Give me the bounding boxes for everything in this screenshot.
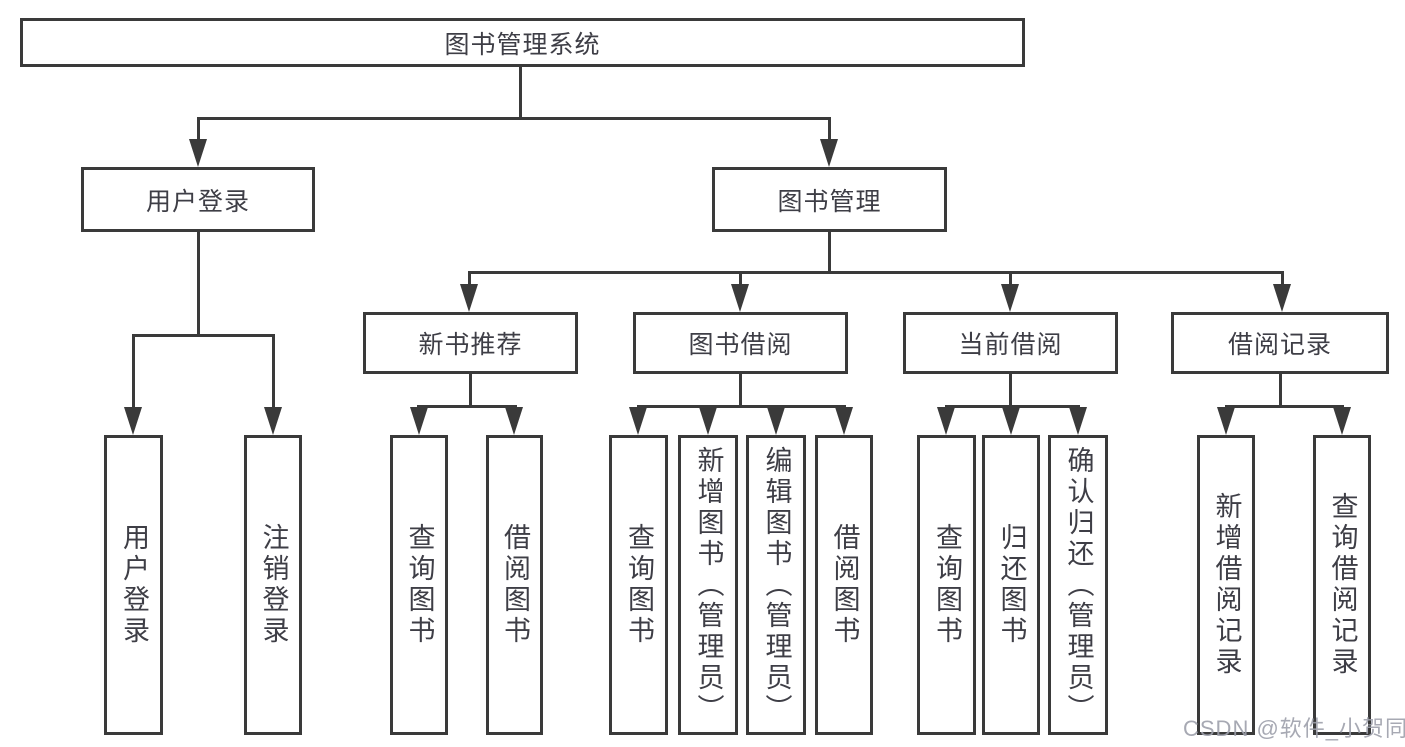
connector-stem — [739, 271, 742, 286]
leaf-user-login: 用户登录 — [104, 435, 163, 735]
leaf-borrow-books: 借阅图书 — [815, 435, 873, 735]
connector-stem — [272, 334, 275, 410]
arrow-down-icon — [767, 407, 785, 435]
arrow-down-icon — [1002, 407, 1020, 435]
node-label: 确认归还（管理员） — [1063, 445, 1094, 725]
arrow-down-icon — [1273, 284, 1291, 312]
connector-stem — [1009, 271, 1012, 286]
connector-stem-user-login — [197, 117, 200, 143]
arrow-down-icon — [264, 407, 282, 435]
arrow-down-icon — [1069, 407, 1087, 435]
connector-drop — [1279, 374, 1282, 408]
connector-stem — [468, 271, 471, 286]
arrow-down-icon — [1217, 407, 1235, 435]
connector-userlogin-drop — [197, 232, 200, 336]
arrow-down-icon — [699, 407, 717, 435]
connector-root-drop — [519, 66, 522, 119]
node-label: 用户登录 — [119, 523, 150, 647]
connector-bar — [637, 405, 846, 408]
arrow-down-icon — [124, 407, 142, 435]
leaf-confirm-return-admin: 确认归还（管理员） — [1048, 435, 1108, 735]
leaf-add-borrow-record: 新增借阅记录 — [1197, 435, 1255, 735]
node-label: 归还图书 — [996, 523, 1027, 647]
connector-stem — [132, 334, 135, 410]
connector-bar — [417, 405, 517, 408]
node-borrowing-records: 借阅记录 — [1171, 312, 1389, 374]
node-label: 查询图书 — [624, 523, 655, 647]
node-label: 编辑图书（管理员） — [761, 445, 792, 725]
node-label: 借阅记录 — [1227, 331, 1332, 359]
connector-bar — [945, 405, 1080, 408]
node-label: 图书借阅 — [688, 331, 793, 359]
node-book-management: 图书管理 — [712, 167, 947, 232]
node-label: 当前借阅 — [958, 331, 1063, 359]
node-book-borrowing: 图书借阅 — [633, 312, 848, 374]
csdn-watermark: CSDN @软件_小贺同学 — [1183, 716, 1405, 741]
node-label: 注销登录 — [258, 523, 289, 647]
arrow-down-icon — [505, 407, 523, 435]
leaf-query-books-current: 查询图书 — [917, 435, 976, 735]
node-label: 用户登录 — [145, 187, 250, 216]
connector-userlogin-bar — [132, 334, 275, 337]
arrow-down-icon — [189, 139, 207, 167]
node-label: 借阅图书 — [500, 523, 531, 647]
node-label: 借阅图书 — [829, 523, 860, 647]
leaf-query-books-borrowing: 查询图书 — [609, 435, 668, 735]
connector-root-bar — [197, 117, 831, 120]
connector-drop — [1009, 374, 1012, 408]
connector-bookmgmt-bar — [468, 271, 1284, 274]
connector-drop — [739, 374, 742, 408]
node-current-borrowing: 当前借阅 — [903, 312, 1118, 374]
arrow-down-icon — [937, 407, 955, 435]
arrow-down-icon — [835, 407, 853, 435]
arrow-down-icon — [1333, 407, 1351, 435]
leaf-add-books-admin: 新增图书（管理员） — [678, 435, 738, 735]
leaf-return-books: 归还图书 — [982, 435, 1040, 735]
leaf-edit-books-admin: 编辑图书（管理员） — [746, 435, 806, 735]
node-label: 新增借阅记录 — [1211, 492, 1242, 678]
connector-bookmgmt-drop — [828, 232, 831, 274]
arrow-down-icon — [629, 407, 647, 435]
leaf-query-borrow-record: 查询借阅记录 — [1313, 435, 1371, 735]
arrow-down-icon — [1001, 284, 1019, 312]
node-library-management-system: 图书管理系统 — [20, 18, 1025, 67]
arrow-down-icon — [460, 284, 478, 312]
arrow-down-icon — [820, 139, 838, 167]
node-label: 新增图书（管理员） — [693, 445, 724, 725]
leaf-logout: 注销登录 — [244, 435, 302, 735]
arrow-down-icon — [731, 284, 749, 312]
connector-stem — [1281, 271, 1284, 286]
node-label: 图书管理系统 — [444, 30, 601, 59]
connector-drop — [469, 374, 472, 408]
leaf-borrow-books-recommend: 借阅图书 — [486, 435, 543, 735]
node-label: 查询借阅记录 — [1327, 492, 1358, 678]
arrow-down-icon — [410, 407, 428, 435]
node-label: 新书推荐 — [418, 331, 523, 359]
node-new-book-recommendation: 新书推荐 — [363, 312, 578, 374]
node-label: 图书管理 — [777, 187, 882, 216]
node-label: 查询图书 — [932, 523, 963, 647]
connector-bar — [1225, 405, 1344, 408]
leaf-query-books-recommend: 查询图书 — [390, 435, 448, 735]
connector-stem-book-management — [828, 117, 831, 143]
node-label: 查询图书 — [404, 523, 435, 647]
node-user-login-group: 用户登录 — [81, 167, 315, 232]
